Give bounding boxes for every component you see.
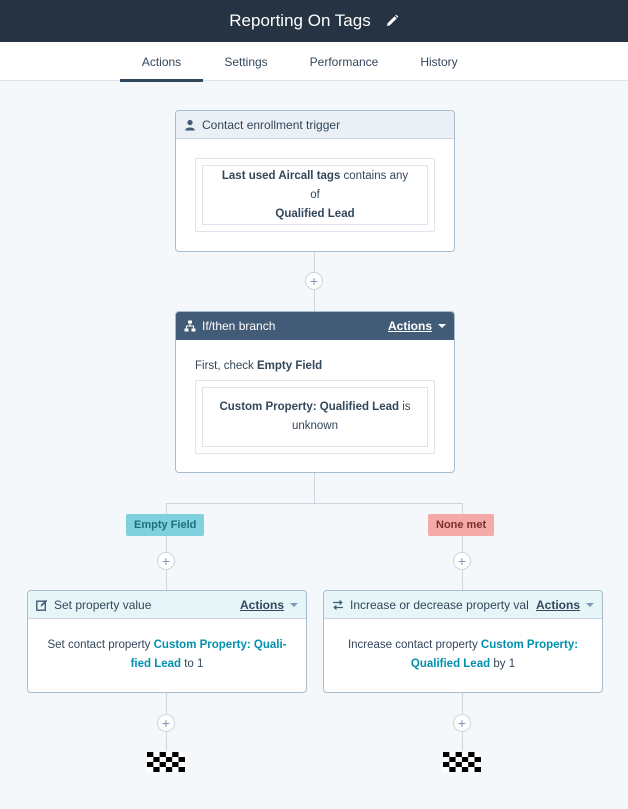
filter-operator: contains any of [310,169,409,201]
workflow-header: Reporting On Tags [0,0,628,42]
trigger-header: Contact enrollment trigger [176,111,454,139]
connector-line [314,473,315,503]
left-property-link[interactable]: Custom Property: Quali- [153,639,287,651]
increase-property-card[interactable]: Increase or decrease property val... Act… [323,590,603,693]
tab-actions[interactable]: Actions [120,42,203,82]
right-property-link[interactable]: Custom Property: [480,639,579,651]
branch-title: If/then branch [202,318,276,333]
pencil-icon[interactable] [385,14,399,28]
tab-bar: Actions Settings Performance History [0,42,628,82]
checkered-flag-icon [443,752,481,772]
caret-down-icon [438,324,446,329]
plus-icon: + [161,553,171,569]
left-action-header: Set property value Actions [28,591,306,619]
condition-value: unknown [291,420,339,432]
first-check-prefix: First, check [195,360,257,372]
right-line2-mid: by [490,658,509,670]
condition-operator: is [399,401,411,413]
left-property-link-cont[interactable]: fied Lead [130,658,182,670]
left-action-actions-dropdown[interactable]: Actions [240,598,298,612]
add-action-button[interactable]: + [305,272,323,290]
tab-history[interactable]: History [408,42,470,81]
tab-performance-label: Performance [309,54,379,69]
right-action-title: Increase or decrease property val... [350,597,530,612]
caret-down-icon [586,603,594,608]
left-action-title: Set property value [54,597,152,612]
branch-header: If/then branch Actions [176,312,454,340]
trigger-filter-box: Last used Aircall tags contains any of Q… [195,158,435,232]
right-value: 1 [508,658,516,670]
set-property-card[interactable]: Set property value Actions Set contact p… [27,590,307,693]
filter-value: Qualified Lead [275,207,355,220]
tab-performance[interactable]: Performance [300,42,388,81]
right-line1-prefix: Increase contact property [347,639,481,651]
right-action-body: Increase contact property Custom Propert… [334,636,592,674]
branch-actions-dropdown[interactable]: Actions [388,319,446,333]
right-property-link-cont[interactable]: Qualified Lead [410,658,491,670]
left-value: 1 [197,658,204,670]
filter-property: Last used Aircall tags [221,169,341,182]
add-action-button[interactable]: + [157,552,175,570]
branch-actions-label: Actions [387,318,432,333]
right-action-header: Increase or decrease property val... Act… [324,591,602,619]
first-check-text: First, check Empty Field [195,357,322,376]
tab-actions-label: Actions [141,54,182,69]
if-then-branch-card[interactable]: If/then branch Actions First, check Empt… [175,311,455,473]
left-line2-mid: to [181,658,198,670]
person-icon [185,119,195,130]
plus-icon: + [457,553,467,569]
connector-line [166,503,167,590]
trigger-title: Contact enrollment trigger [202,117,341,132]
add-action-button[interactable]: + [157,714,175,732]
plus-icon: + [309,273,319,289]
plus-icon: + [161,715,171,731]
right-action-actions-dropdown[interactable]: Actions [536,598,594,612]
right-actions-label: Actions [535,597,580,612]
left-line1-prefix: Set contact property [47,639,154,651]
add-action-button[interactable]: + [453,714,471,732]
branch-left-label: Empty Field [134,519,197,531]
caret-down-icon [290,603,298,608]
plus-icon: + [457,715,467,731]
connector-line [462,503,463,590]
left-actions-label: Actions [239,597,284,612]
branch-icon [184,320,196,331]
first-check-name: Empty Field [256,360,323,372]
branch-condition-box: Custom Property: Qualified Lead is unkno… [195,380,435,454]
condition-property: Custom Property: Qualified Lead [219,401,400,413]
enrollment-trigger-card[interactable]: Contact enrollment trigger Last used Air… [175,110,455,252]
checkered-flag-icon [147,752,185,772]
workflow-title[interactable]: Reporting On Tags [229,11,371,30]
tab-settings-label: Settings [224,54,268,69]
add-action-button[interactable]: + [453,552,471,570]
swap-arrows-icon [333,599,343,610]
edit-property-icon [36,599,48,611]
branch-right-label: None met [436,519,487,531]
tab-settings[interactable]: Settings [212,42,280,81]
branch-condition[interactable]: Custom Property: Qualified Lead is unkno… [202,387,428,447]
branch-label-empty-field[interactable]: Empty Field [126,514,205,536]
tab-history-label: History [420,54,458,69]
connector-line [166,503,463,504]
trigger-filter[interactable]: Last used Aircall tags contains any of Q… [202,165,428,225]
branch-label-none-met[interactable]: None met [428,514,495,536]
left-action-body: Set contact property Custom Property: Qu… [38,636,296,674]
